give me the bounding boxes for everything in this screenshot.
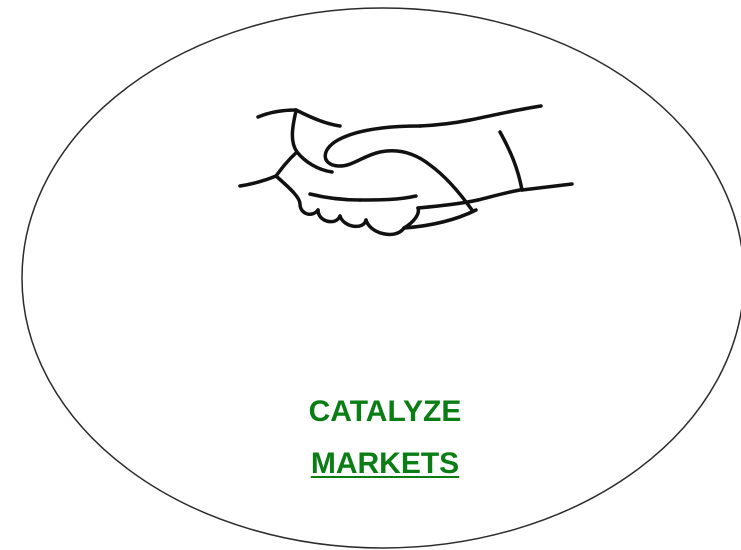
label-line-markets: MARKETS [310,447,460,480]
handshake-icon [238,104,574,237]
label-line-catalyze: CATALYZE [308,395,462,428]
oval-frame [21,7,741,549]
catalyze-markets-label: CATALYZE MARKETS [240,386,530,490]
